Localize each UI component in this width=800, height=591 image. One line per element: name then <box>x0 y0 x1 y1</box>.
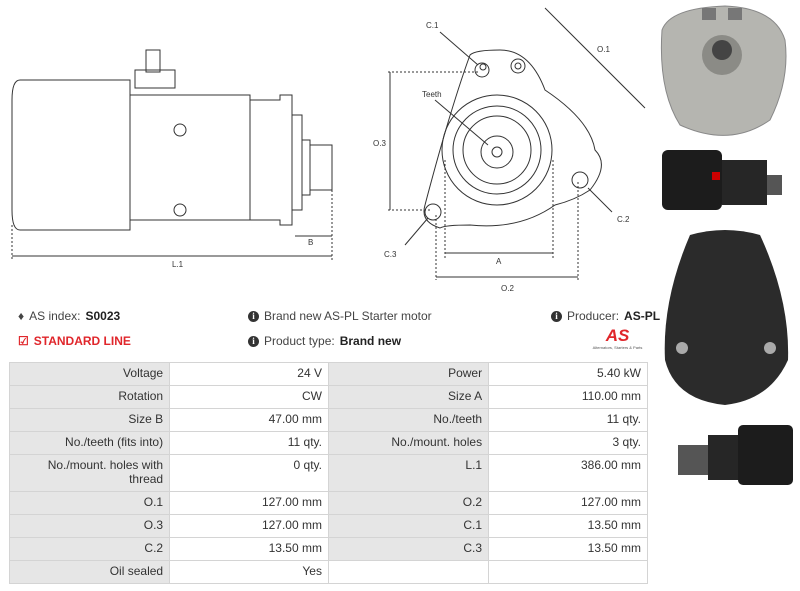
info-icon: i <box>248 335 259 347</box>
label-a: A <box>496 257 502 266</box>
spec-label: O.1 <box>8 491 171 515</box>
spec-value: 11 qty. <box>488 408 648 432</box>
spec-label: Voltage <box>8 362 171 386</box>
spec-label: No./teeth (fits into) <box>8 431 171 455</box>
spec-label: C.3 <box>327 537 490 561</box>
spec-label: C.2 <box>8 537 171 561</box>
label-l1: L.1 <box>172 260 184 269</box>
info-icon: i <box>248 310 259 322</box>
spec-value: 127.00 mm <box>488 491 648 515</box>
spec-value: 11 qty. <box>169 431 329 455</box>
label-teeth: Teeth <box>422 90 442 99</box>
spec-label: C.1 <box>327 514 490 538</box>
spec-value: 386.00 mm <box>488 454 648 492</box>
spec-label: No./mount. holes <box>327 431 490 455</box>
spec-value: 24 V <box>169 362 329 386</box>
spec-value <box>327 560 490 584</box>
side-view-drawing: L.1 B <box>11 49 333 269</box>
spec-value <box>488 560 648 584</box>
spec-label: Power <box>327 362 490 386</box>
product-description: i Brand new AS-PL Starter motor <box>248 309 432 323</box>
spec-label: Oil sealed <box>8 560 171 584</box>
label-c2: C.2 <box>617 215 630 224</box>
spec-value: 127.00 mm <box>169 491 329 515</box>
tag-icon: ♦ <box>18 309 25 323</box>
spec-value: 110.00 mm <box>488 385 648 409</box>
label-b: B <box>308 238 313 247</box>
as-pl-logo: AS Alternators, Starters & Parts <box>592 326 643 351</box>
label-o3: O.3 <box>373 139 386 148</box>
photo-front-flange <box>660 5 787 136</box>
info-icon: i <box>551 310 562 322</box>
spec-value: Yes <box>169 560 329 584</box>
label-c1: C.1 <box>426 21 439 30</box>
spec-label: O.2 <box>327 491 490 515</box>
spec-value: CW <box>169 385 329 409</box>
spec-label: No./teeth <box>327 408 490 432</box>
spec-value: 47.00 mm <box>169 408 329 432</box>
spec-value: 5.40 kW <box>488 362 648 386</box>
spec-label: L.1 <box>327 454 490 492</box>
spec-label: Size A <box>327 385 490 409</box>
front-view-drawing: C.1 O.1 Teeth O.3 C.2 C.3 A O.2 <box>373 7 646 293</box>
spec-value: 13.50 mm <box>488 537 648 561</box>
product-type: i Product type: Brand new <box>248 334 401 348</box>
standard-line-badge: ☑ STANDARD LINE <box>18 334 131 348</box>
product-photos <box>660 5 793 485</box>
photo-side-2 <box>678 425 793 485</box>
label-o1: O.1 <box>597 45 610 54</box>
spec-value: 127.00 mm <box>169 514 329 538</box>
label-o2: O.2 <box>501 284 514 293</box>
table-row: No./teeth (fits into)11 qty.No./mount. h… <box>8 431 648 455</box>
spec-value: 0 qty. <box>169 454 329 492</box>
checkbox-icon: ☑ <box>18 334 29 348</box>
photo-side <box>662 150 782 210</box>
photo-cover <box>664 230 789 405</box>
spec-value: 13.50 mm <box>488 514 648 538</box>
spec-value: 13.50 mm <box>169 537 329 561</box>
spec-label: Size B <box>8 408 171 432</box>
spec-label: Rotation <box>8 385 171 409</box>
as-index: ♦ AS index: S0023 <box>18 309 121 323</box>
spec-label: O.3 <box>8 514 171 538</box>
spec-label: No./mount. holes with thread <box>8 454 171 492</box>
label-c3: C.3 <box>384 250 397 259</box>
producer: i Producer: AS-PL <box>551 309 660 323</box>
spec-value: 3 qty. <box>488 431 648 455</box>
